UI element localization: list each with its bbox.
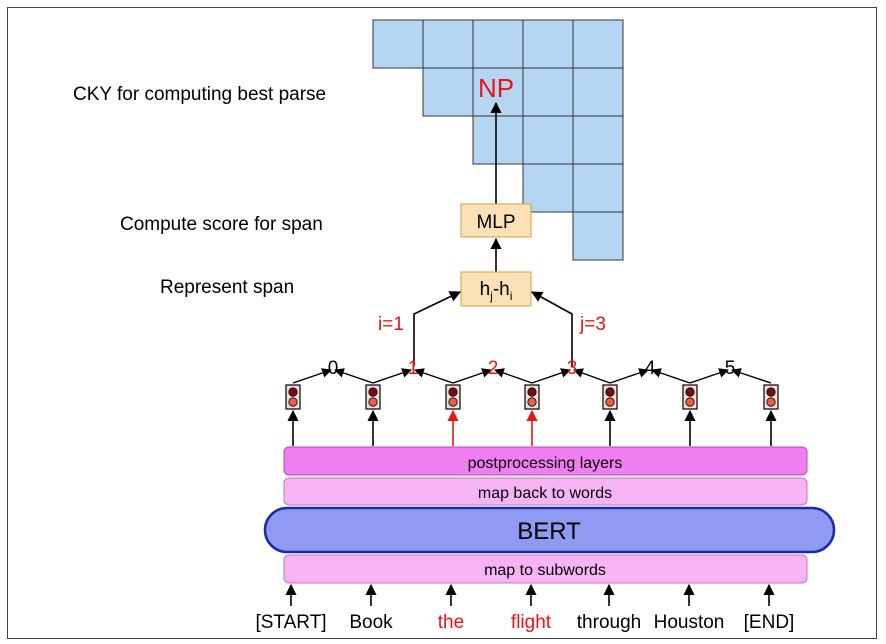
fencepost-label: 4 [645,358,656,379]
cky-cell [522,19,574,69]
fencepost-label: 0 [328,358,339,379]
token-dot-top [368,387,378,397]
map-to-subwords-label: map to subwords [484,562,606,579]
token-dot-top [605,387,615,397]
map-to-subwords-layer [283,554,808,584]
map-back-layer [283,477,808,506]
fencepost-right-arrow [334,368,374,384]
bert-label: BERT [517,518,581,545]
mlp-label: MLP [476,212,515,233]
fencepost-label: 2 [488,358,499,379]
input-word: [START] [255,612,326,633]
cky-cell [522,67,574,117]
represent-label: Represent span [160,277,294,298]
token-dot-bottom [368,397,378,407]
token-dot-bottom [448,397,458,407]
span-rep-h: h [480,279,491,300]
j-connector [531,291,573,366]
token-dot-bottom [766,397,776,407]
mlp-box [460,203,532,238]
cky-cell [422,19,474,69]
input-word: through [577,612,641,633]
token-dot-top [766,387,776,397]
span-rep-j-sub: j [489,289,493,303]
fencepost-label: 3 [567,358,578,379]
cky-cell [572,163,624,213]
i-label: i=1 [378,314,404,335]
span-rep-label: hj-hi [480,279,513,303]
input-word: Houston [654,612,725,633]
fencepost-right-arrow [414,368,454,384]
input-word: the [438,612,464,633]
fencepost-right-arrow [731,368,772,384]
token-layer: 0 1 2 3 4 5 [285,358,779,446]
i-connector [413,291,462,366]
cky-table [372,19,624,261]
figure-border [7,7,877,639]
input-word: flight [511,612,552,633]
postprocessing-layer [283,446,808,476]
fencepost-left-arrow [609,368,649,384]
fencepost-right-arrow [494,368,533,384]
j-label: j=3 [579,314,606,335]
span-rep-i-sub: i [510,289,513,303]
map-back-label: map back to words [478,485,612,502]
cky-label: CKY for computing best parse [73,84,326,105]
fencepost-label: 5 [725,358,736,379]
token-dot-bottom [527,397,537,407]
span-rep-box [460,271,532,307]
token-dot-top [448,387,458,397]
cky-cell [572,211,624,261]
fencepost-right-arrow [651,368,691,384]
cky-cell [572,19,624,69]
cky-cell [572,115,624,165]
token-dot-bottom [685,397,695,407]
token-dot-top [527,387,537,397]
word-layer: [START] Book the flight through Houston [END] [255,583,795,633]
fencepost-left-arrow [372,368,412,384]
cky-cell-label: NP [478,73,514,103]
cky-cell [572,67,624,117]
input-word: [END] [744,612,795,633]
input-word: Book [349,612,393,633]
cky-cell [472,115,524,165]
cky-cell [422,67,474,117]
compute-label: Compute score for span [120,214,323,235]
cky-cell [522,115,574,165]
token-dot-top [288,387,298,397]
token-dot-bottom [288,397,298,407]
cky-cell [372,19,424,69]
cky-cell [472,19,524,69]
bert-layer [263,506,836,554]
fencepost-left-arrow [452,368,492,384]
fencepost-left-arrow [292,368,332,384]
token-dot-top [685,387,695,397]
span-rep-minus-h: -h [493,279,510,300]
token-dot-bottom [605,397,615,407]
postprocessing-label: postprocessing layers [468,455,623,472]
fencepost-left-arrow [689,368,729,384]
fencepost-label: 1 [408,358,419,379]
fencepost-left-arrow [531,368,571,384]
fencepost-right-arrow [573,368,611,384]
